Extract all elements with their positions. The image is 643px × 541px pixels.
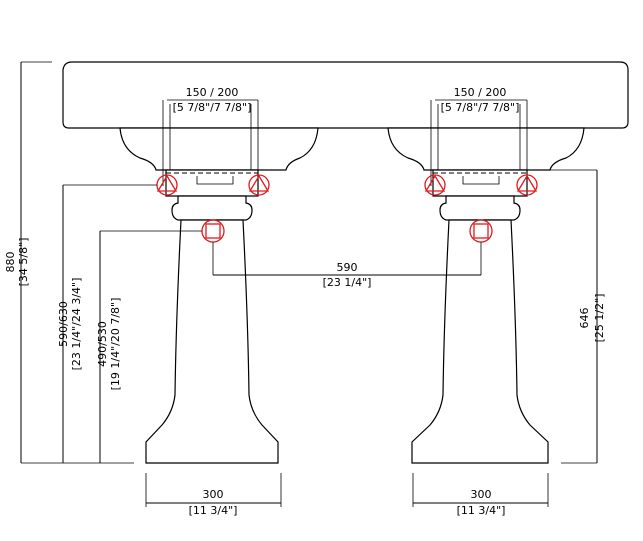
right-drain-spacing-mm: 150 / 200 xyxy=(454,86,507,99)
right-basin-neck xyxy=(432,169,528,197)
center-distance-inch: [23 1/4"] xyxy=(323,276,372,289)
left-waste-marker-2 xyxy=(248,174,270,196)
supply-height-inch: [19 1/4"/20 7/8"] xyxy=(109,298,122,391)
left-drain-spacing-mm: 150 / 200 xyxy=(186,86,239,99)
center-distance-dimension: 590 [23 1/4"] xyxy=(212,242,482,289)
right-waste-marker-1 xyxy=(424,174,446,196)
left-basin-bowl xyxy=(119,127,319,171)
right-base-width-inch: [11 3/4"] xyxy=(457,504,506,517)
total-height-inch: [34 5/8"] xyxy=(17,238,30,287)
left-base-width-dimension: 300 [11 3/4"] xyxy=(145,473,282,517)
supply-height-dimension: 490/530 [19 1/4"/20 7/8"] xyxy=(96,230,202,463)
triangle-icon xyxy=(248,174,270,192)
center-distance-mm: 590 xyxy=(337,261,358,274)
left-basin-neck xyxy=(165,169,259,197)
triangle-icon xyxy=(424,174,446,192)
right-drain-spacing-inch: [5 7/8"/7 7/8"] xyxy=(441,101,520,114)
right-column-collar xyxy=(439,195,521,221)
right-base-width-dimension: 300 [11 3/4"] xyxy=(412,473,549,517)
right-base-width-mm: 300 xyxy=(471,488,492,501)
square-icon xyxy=(205,223,221,239)
right-basin-bowl xyxy=(387,127,585,171)
left-drain-spacing-dimension: 150 / 200 [5 7/8"/7 7/8"] xyxy=(162,86,259,186)
drain-height-dimension: 590/630 [23 1/4"/24 3/4"] xyxy=(57,184,157,463)
supply-height-mm: 490/530 xyxy=(96,321,109,367)
right-pedestal xyxy=(387,127,585,464)
square-icon xyxy=(473,223,489,239)
left-base-width-inch: [11 3/4"] xyxy=(189,504,238,517)
pedestal-height-inch: [25 1/2"] xyxy=(593,294,606,343)
drain-height-mm: 590/630 xyxy=(57,301,70,347)
left-column-collar xyxy=(171,195,253,221)
total-height-mm: 880 xyxy=(4,252,17,273)
right-drain-spacing-dimension: 150 / 200 [5 7/8"/7 7/8"] xyxy=(430,86,528,186)
pedestal-height-mm: 646 xyxy=(578,308,591,329)
right-waste-marker-2 xyxy=(516,174,538,196)
left-base-width-mm: 300 xyxy=(203,488,224,501)
left-column xyxy=(145,219,279,464)
drain-height-inch: [23 1/4"/24 3/4"] xyxy=(70,278,83,371)
countertop xyxy=(62,61,629,129)
left-pedestal xyxy=(119,127,319,464)
pedestal-height-dimension: 646 [25 1/2"] xyxy=(537,169,606,464)
right-column xyxy=(411,219,549,464)
triangle-icon xyxy=(516,174,538,192)
total-height-dimension: 880 [34 5/8"] xyxy=(4,61,134,464)
triangle-icon xyxy=(156,174,178,192)
left-drain-spacing-inch: [5 7/8"/7 7/8"] xyxy=(173,101,252,114)
